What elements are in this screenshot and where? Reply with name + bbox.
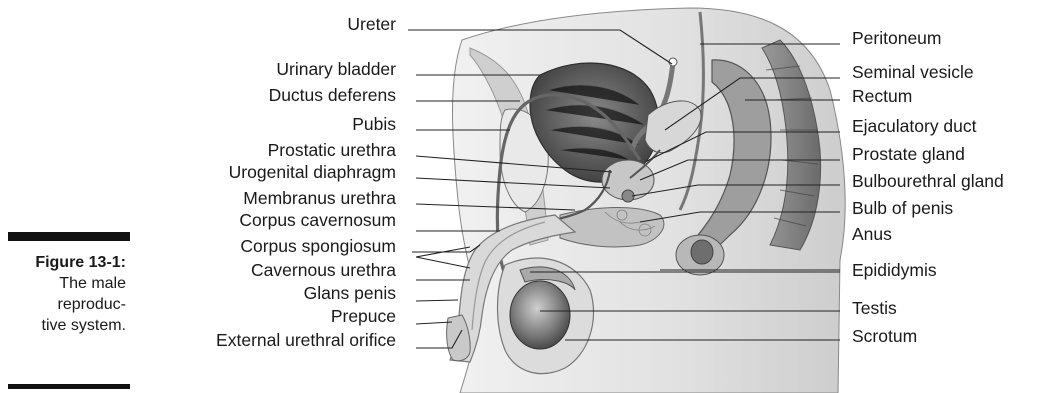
label-seminal-vesicle: Seminal vesicle [852,62,974,82]
label-corpus-spongiosum: Corpus spongiosum [240,236,396,256]
label-anus: Anus [852,224,892,244]
label-ureter: Ureter [347,14,396,34]
label-epididymis: Epididymis [852,260,937,280]
labels-left: Ureter Urinary bladder Ductus deferens P… [216,14,396,350]
label-testis: Testis [852,298,897,318]
label-external-urethral-orifice: External urethral orifice [216,330,396,350]
label-bulbourethral-gland: Bulbourethral gland [852,171,1004,191]
label-ductus-deferens: Ductus deferens [269,85,397,105]
label-urogenital-diaphragm: Urogenital diaphragm [229,162,396,182]
label-bulb-of-penis: Bulb of penis [852,198,953,218]
anal-canal [691,240,713,264]
label-peritoneum: Peritoneum [852,28,942,48]
label-glans-penis: Glans penis [304,283,397,303]
label-prostatic-urethra: Prostatic urethra [268,140,397,160]
ureter-opening [669,58,677,66]
label-scrotum: Scrotum [852,326,917,346]
label-urinary-bladder: Urinary bladder [276,59,396,79]
label-prostate-gland: Prostate gland [852,144,965,164]
testis [510,281,570,349]
illustration [447,8,846,393]
label-corpus-cavernosum: Corpus cavernosum [239,210,396,230]
label-cavernous-urethra: Cavernous urethra [251,260,396,280]
label-prepuce: Prepuce [331,306,396,326]
label-membranus-urethra: Membranus urethra [243,188,396,208]
label-ejaculatory-duct: Ejaculatory duct [852,116,977,136]
label-pubis: Pubis [352,114,396,134]
label-rectum: Rectum [852,86,912,106]
labels-right: Peritoneum Seminal vesicle Rectum Ejacul… [852,28,1004,346]
